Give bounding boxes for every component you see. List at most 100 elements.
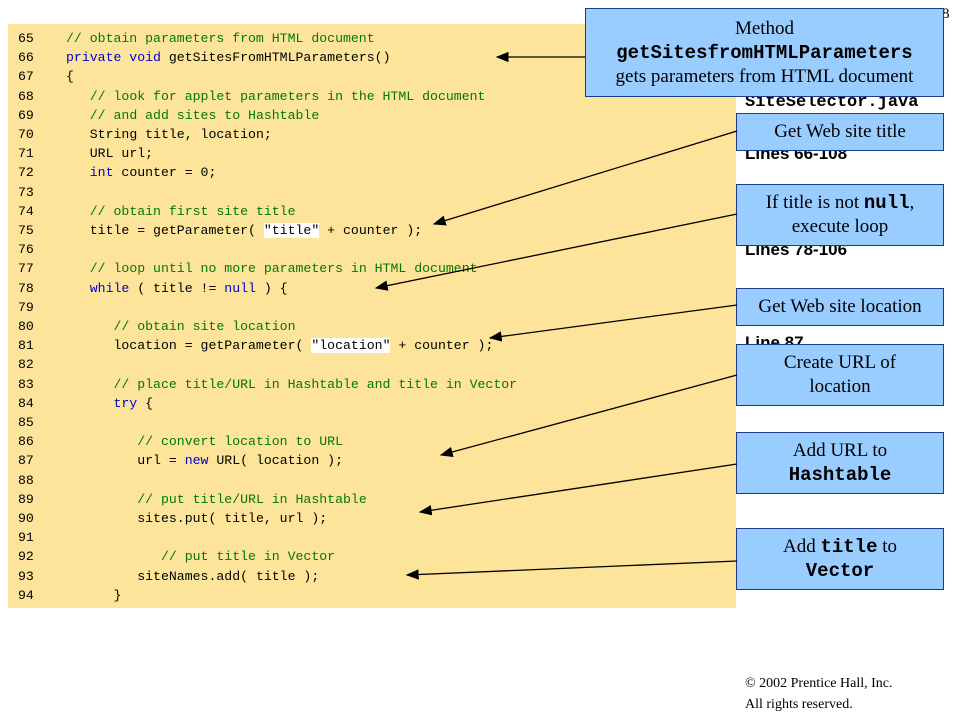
code-token: URL( location ); xyxy=(208,453,344,469)
code-text: sites.put( title, url ); xyxy=(66,509,327,528)
code-text: siteNames.add( title ); xyxy=(66,567,319,586)
line-number: 85 xyxy=(18,415,34,430)
code-text: String title, location; xyxy=(66,125,272,144)
code-text: int counter = 0; xyxy=(66,163,217,182)
arrow-url xyxy=(439,374,738,457)
callout-get-title: Get Web site title xyxy=(736,113,944,151)
callout-get-location-text: Get Web site location xyxy=(758,296,922,317)
code-text: // look for applet parameters in the HTM… xyxy=(66,87,486,106)
line-number: 70 xyxy=(18,127,34,142)
line-number: 66 xyxy=(18,50,34,66)
callout-method-line3: gets parameters from HTML document xyxy=(615,65,914,87)
arrow-vector xyxy=(405,560,738,580)
code-token: // loop until no more parameters in HTML… xyxy=(89,261,478,277)
code-token: private void xyxy=(66,50,169,66)
code-panel: 65 // obtain parameters from HTML documen… xyxy=(8,24,736,608)
code-token: sites.put( title, url ); xyxy=(137,511,328,526)
line-number: 78 xyxy=(18,280,34,296)
code-text: // put title/URL in Hashtable xyxy=(66,490,367,509)
callout-null-pre: If title is not xyxy=(765,192,864,213)
callout-null-code: null xyxy=(863,192,910,214)
line-number: 92 xyxy=(18,549,34,565)
line-number: 72 xyxy=(18,165,34,181)
line-number: 90 xyxy=(18,511,34,526)
line-number: 83 xyxy=(18,376,34,392)
code-token: } xyxy=(113,587,122,603)
callout-create-url-line1: Create URL of xyxy=(783,352,897,373)
line-number: 68 xyxy=(18,88,34,104)
line-number: 86 xyxy=(18,434,34,450)
line-number: 84 xyxy=(18,395,34,411)
code-token: getSitesFromHTMLParameters() xyxy=(168,50,391,66)
callout-method-name: getSitesfromHTMLParameters xyxy=(616,41,913,64)
line-number: 77 xyxy=(18,261,34,277)
code-token: { xyxy=(137,395,154,411)
code-text: { xyxy=(66,67,74,86)
code-token: URL url; xyxy=(89,146,154,162)
code-token: String title, location; xyxy=(89,127,272,142)
code-token: // obtain parameters from HTML document xyxy=(66,31,375,46)
callout-null-line1: If title is not null, xyxy=(737,191,943,215)
code-token: // obtain first site title xyxy=(89,203,296,219)
code-token: null xyxy=(224,280,256,296)
code-token: // put title/URL in Hashtable xyxy=(137,491,367,507)
code-token: + counter ); xyxy=(319,223,423,238)
callout-add-vector-line1: Add title to xyxy=(737,535,943,559)
callout-null-loop: If title is not null, execute loop xyxy=(736,184,944,246)
footer: © 2002 Prentice Hall, Inc. All rights re… xyxy=(745,673,893,715)
line-number: 91 xyxy=(18,530,34,546)
code-text: location = getParameter( "location" + co… xyxy=(66,336,493,355)
line-number: 94 xyxy=(18,587,34,603)
code-token: // obtain site location xyxy=(113,319,296,334)
code-text: // place title/URL in Hashtable and titl… xyxy=(66,375,517,394)
line-number: 82 xyxy=(18,357,34,373)
code-text: title = getParameter( "title" + counter … xyxy=(66,221,422,240)
code-token: "title" xyxy=(263,223,320,238)
code-token: title = getParameter( xyxy=(89,223,264,238)
code-token: ( title != xyxy=(137,280,225,296)
line-number: 67 xyxy=(18,69,34,85)
code-token: ) { xyxy=(255,280,288,296)
code-token: { xyxy=(66,69,74,85)
code-text: } xyxy=(66,586,121,605)
code-text: private void getSitesFromHTMLParameters(… xyxy=(66,48,390,67)
code-text: try { xyxy=(66,394,153,413)
callout-add-hashtable-line1: Add URL to xyxy=(792,440,888,461)
code-text: // put title in Vector xyxy=(66,547,335,566)
code-text: while ( title != null ) { xyxy=(66,279,288,298)
code-token: // look for applet parameters in the HTM… xyxy=(89,88,486,104)
callout-method: Method getSitesfromHTMLParameters gets p… xyxy=(585,8,944,97)
callout-add-vector-code2: Vector xyxy=(805,560,875,582)
callout-method-line1: Method xyxy=(734,17,795,39)
slide-number: 8 xyxy=(942,6,950,22)
code-token: try xyxy=(113,395,138,411)
line-number: 74 xyxy=(18,203,34,219)
code-text: // loop until no more parameters in HTML… xyxy=(66,259,478,278)
code-text: url = new URL( location ); xyxy=(66,451,343,470)
arrow-hashtable xyxy=(418,463,738,516)
code-text: // convert location to URL xyxy=(66,432,343,451)
line-number: 71 xyxy=(18,146,34,162)
code-token: int xyxy=(89,165,122,181)
arrow-location xyxy=(488,304,738,342)
line-number: 73 xyxy=(18,184,34,200)
callout-null-line2: execute loop xyxy=(791,216,889,237)
line-number: 80 xyxy=(18,319,34,334)
callout-null-post: , xyxy=(909,192,915,213)
code-token: siteNames.add( title ); xyxy=(137,568,320,584)
callout-add-vector-code: title xyxy=(820,536,878,558)
line-number: 65 xyxy=(18,31,34,46)
callout-add-vector: Add title to Vector xyxy=(736,528,944,590)
line-number: 79 xyxy=(18,299,34,315)
code-token: location = getParameter( xyxy=(113,338,312,354)
callout-add-hashtable-code: Hashtable xyxy=(788,464,892,486)
code-token: // and add sites to Hashtable xyxy=(89,107,320,123)
code-text: // obtain first site title xyxy=(66,202,296,221)
code-token: "location" xyxy=(311,338,391,354)
code-token: // put title in Vector xyxy=(160,549,336,565)
code-token: // place title/URL in Hashtable and titl… xyxy=(113,376,518,392)
line-number: 88 xyxy=(18,472,34,488)
code-token: new xyxy=(184,453,209,469)
arrow-title xyxy=(432,130,738,226)
